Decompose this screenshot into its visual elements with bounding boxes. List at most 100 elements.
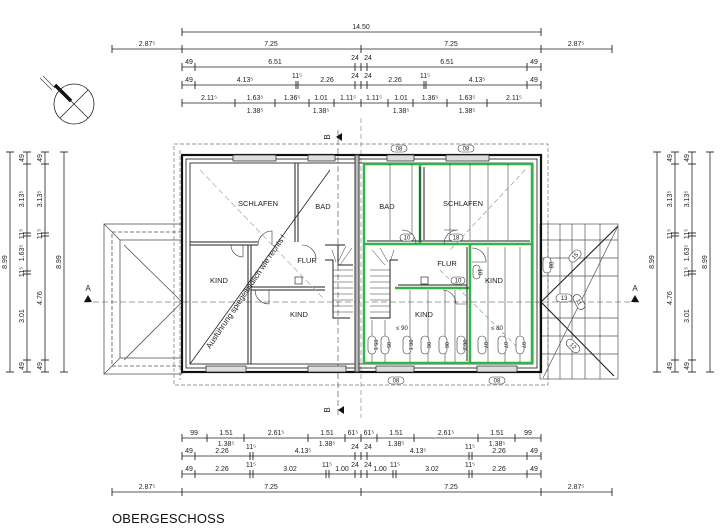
- svg-text:49: 49: [185, 448, 193, 455]
- svg-text:11⁵: 11⁵: [390, 462, 400, 469]
- svg-text:3.13⁵: 3.13⁵: [684, 191, 691, 208]
- svg-text:05.1: 05.1: [372, 340, 378, 351]
- svg-text:3.13⁵: 3.13⁵: [37, 191, 44, 208]
- room-bad-left: BAD: [315, 202, 331, 211]
- svg-text:08: 08: [393, 379, 400, 385]
- svg-text:13: 13: [561, 296, 568, 302]
- svg-text:B: B: [323, 407, 332, 412]
- svg-text:1.51: 1.51: [490, 430, 504, 437]
- svg-text:11⁵: 11⁵: [684, 267, 691, 277]
- svg-text:10: 10: [455, 279, 462, 285]
- svg-text:07: 07: [482, 342, 488, 348]
- svg-text:49: 49: [684, 154, 691, 162]
- section-line-a: A A: [84, 284, 640, 303]
- svg-text:3.01: 3.01: [684, 309, 691, 323]
- svg-text:7.25: 7.25: [264, 41, 278, 48]
- svg-text:10: 10: [476, 269, 482, 276]
- chimney-left: [294, 276, 303, 285]
- svg-text:3.01: 3.01: [19, 309, 26, 323]
- svg-text:4.13⁵: 4.13⁵: [237, 77, 254, 84]
- room-kind-south-right: KIND: [415, 310, 434, 319]
- svg-text:Ausführung spiegelbildlich wie: Ausführung spiegelbildlich wie rechts !: [204, 233, 287, 350]
- svg-text:2.87⁵: 2.87⁵: [568, 484, 585, 491]
- room-schlafen-left: SCHLAFEN: [238, 199, 278, 208]
- north-arrow-icon: [39, 75, 95, 125]
- svg-text:06.1: 06.1: [407, 340, 413, 351]
- svg-text:1.51: 1.51: [389, 430, 403, 437]
- svg-text:1.38⁵: 1.38⁵: [313, 108, 330, 115]
- svg-text:1.38⁵: 1.38⁵: [218, 441, 235, 448]
- svg-text:15: 15: [571, 252, 580, 261]
- svg-text:49: 49: [530, 448, 538, 455]
- svg-text:7.25: 7.25: [444, 484, 458, 491]
- svg-text:49: 49: [667, 154, 674, 162]
- svg-text:8.99: 8.99: [702, 255, 709, 269]
- svg-text:11⁵: 11⁵: [246, 462, 256, 469]
- room-kind-west: KIND: [210, 276, 229, 285]
- svg-text:49: 49: [530, 59, 538, 66]
- svg-text:7.25: 7.25: [264, 484, 278, 491]
- right-roof-tags: 08 15 13 11 12: [542, 249, 586, 354]
- svg-text:2.26: 2.26: [320, 77, 334, 84]
- svg-text:1.38⁵: 1.38⁵: [388, 441, 405, 448]
- svg-text:A: A: [85, 284, 91, 293]
- svg-text:11⁵: 11⁵: [19, 229, 26, 239]
- svg-text:49: 49: [185, 59, 193, 66]
- right-stairs: [370, 247, 395, 313]
- svg-text:1.63⁵: 1.63⁵: [684, 245, 691, 262]
- left-unit: [190, 163, 353, 364]
- svg-text:2.26: 2.26: [388, 77, 402, 84]
- svg-text:24: 24: [364, 55, 372, 62]
- svg-text:2.87⁵: 2.87⁵: [568, 41, 585, 48]
- room-schlafen-right: SCHLAFEN: [443, 199, 483, 208]
- svg-text:99: 99: [524, 430, 532, 437]
- svg-text:11⁵: 11⁵: [246, 444, 256, 451]
- svg-text:1.63⁵: 1.63⁵: [19, 245, 26, 262]
- left-dormer: [103, 223, 183, 375]
- svg-text:2.61⁵: 2.61⁵: [268, 430, 285, 437]
- svg-text:≤ 80: ≤ 80: [491, 326, 503, 332]
- svg-text:2.26: 2.26: [215, 448, 229, 455]
- svg-text:2.87⁵: 2.87⁵: [139, 41, 156, 48]
- svg-text:07: 07: [520, 342, 526, 348]
- svg-text:05: 05: [385, 342, 391, 348]
- svg-text:1.51: 1.51: [320, 430, 334, 437]
- svg-text:08: 08: [463, 147, 470, 153]
- svg-text:08: 08: [547, 262, 553, 269]
- svg-text:06: 06: [425, 342, 431, 348]
- beam-tags: 05.1 05 06.1 06 06 06.2 07 07 07: [367, 335, 526, 355]
- svg-text:49: 49: [530, 466, 538, 473]
- svg-text:3.13⁵: 3.13⁵: [667, 191, 674, 208]
- right-dimension-chain: 8.99 49 3.13⁵ 11⁵ 4.76 49 49 3.13⁵ 11⁵ 1…: [649, 151, 715, 373]
- svg-text:2.26: 2.26: [492, 466, 506, 473]
- svg-text:≤ 90: ≤ 90: [396, 326, 408, 332]
- svg-text:1.11⁵: 1.11⁵: [366, 95, 382, 102]
- room-kind-east: KIND: [485, 276, 504, 285]
- svg-text:11⁵: 11⁵: [465, 444, 475, 451]
- svg-text:3.02: 3.02: [425, 466, 439, 473]
- right-dormer: [539, 223, 619, 380]
- svg-text:49: 49: [19, 362, 26, 370]
- svg-text:12: 12: [568, 342, 577, 351]
- svg-text:11⁵: 11⁵: [19, 267, 26, 277]
- svg-text:1.01: 1.01: [394, 95, 408, 102]
- left-dimension-chain: 8.99 49 3.13⁵ 11⁵ 1.63⁵ 11⁵ 3.01 49 49 3…: [2, 151, 69, 373]
- svg-text:24: 24: [364, 73, 372, 80]
- svg-text:11⁵: 11⁵: [684, 229, 691, 239]
- svg-text:24: 24: [364, 444, 372, 451]
- svg-text:1.00: 1.00: [373, 466, 387, 473]
- svg-text:11⁵: 11⁵: [322, 462, 332, 469]
- svg-text:1.63⁵: 1.63⁵: [247, 95, 264, 102]
- svg-text:1.38⁵: 1.38⁵: [393, 108, 410, 115]
- building-walls: [180, 153, 543, 374]
- svg-text:07: 07: [502, 342, 508, 348]
- left-stairs: [331, 245, 353, 313]
- right-unit: [354, 154, 530, 373]
- svg-text:11: 11: [574, 298, 583, 307]
- svg-text:49: 49: [667, 362, 674, 370]
- svg-text:2.26: 2.26: [492, 448, 506, 455]
- chimney-right: [420, 276, 429, 285]
- svg-text:49: 49: [37, 154, 44, 162]
- svg-text:1.38⁵: 1.38⁵: [247, 108, 264, 115]
- room-kind-south-left: KIND: [290, 310, 309, 319]
